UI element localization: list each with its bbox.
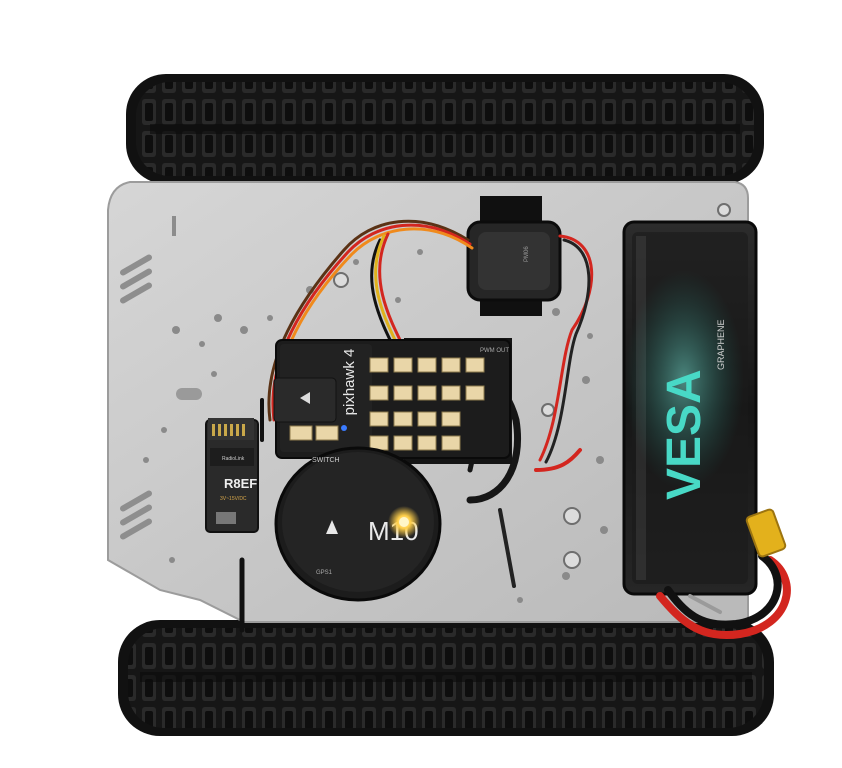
- gps-switch-label: SWITCH: [312, 457, 340, 464]
- gps-module: M10 SWITCH GPS1: [274, 446, 442, 602]
- pwm-label: PWM OUT: [480, 348, 509, 354]
- receiver-brand: RadioLink: [222, 456, 245, 462]
- battery-leads: [656, 508, 791, 640]
- flight-controller: pixhawk 4 PWM OUT: [273, 338, 512, 464]
- battery-logo: VESA: [658, 369, 711, 500]
- top-track: [126, 74, 764, 184]
- controller-label: pixhawk 4: [341, 349, 358, 416]
- gps-port-label: GPS1: [316, 570, 333, 576]
- battery-sub: GRAPHENE: [716, 319, 726, 370]
- receiver-voltage: 3V~15V/DC: [220, 496, 247, 502]
- receiver-label: R8EF: [224, 476, 257, 491]
- bottom-track: [118, 620, 774, 736]
- receiver: RadioLink R8EF 3V~15V/DC: [205, 418, 259, 533]
- power-module: PM06: [466, 196, 562, 316]
- power-module-label: PM06: [524, 246, 530, 262]
- battery: VESA GRAPHENE: [622, 220, 758, 596]
